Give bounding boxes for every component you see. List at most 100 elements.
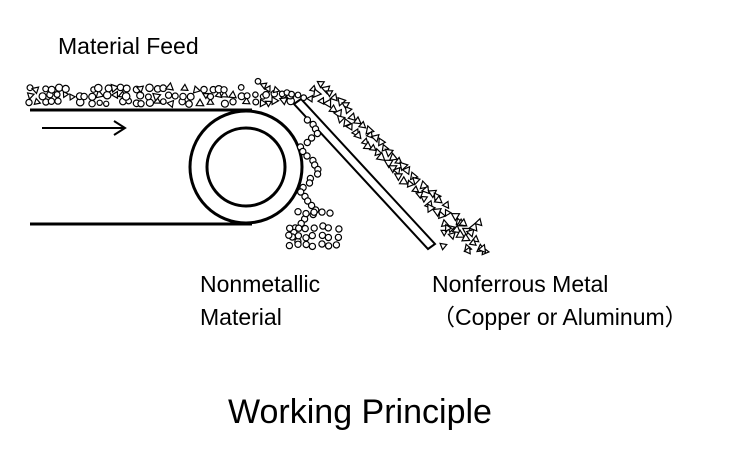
particle-circle bbox=[185, 100, 193, 108]
particle-triangle bbox=[151, 92, 162, 102]
particle-triangle bbox=[341, 102, 351, 110]
particle-triangle bbox=[328, 103, 338, 113]
particle-triangle bbox=[336, 114, 346, 125]
particle-circle bbox=[302, 234, 310, 242]
particle-triangle bbox=[427, 203, 437, 214]
particle-triangle bbox=[278, 96, 289, 106]
particle-circle bbox=[305, 179, 314, 187]
particle-triangle bbox=[165, 99, 175, 109]
particle-circle bbox=[318, 208, 326, 216]
particle-triangle bbox=[374, 147, 383, 157]
particle-triangle bbox=[322, 98, 332, 109]
particle-triangle bbox=[206, 97, 215, 105]
particle-circle bbox=[294, 232, 303, 240]
nonmetallic-material-label: Nonmetallic Material bbox=[200, 268, 320, 334]
particle-triangle bbox=[227, 90, 238, 99]
particle-triangle bbox=[410, 184, 420, 193]
drum-inner-core bbox=[205, 126, 287, 208]
particle-triangle bbox=[360, 137, 369, 146]
particle-circle bbox=[179, 92, 187, 101]
particle-triangle bbox=[195, 98, 205, 107]
particle-circle bbox=[285, 241, 294, 250]
particle-triangle bbox=[110, 83, 120, 94]
particle-triangle bbox=[401, 165, 411, 176]
particle-triangle bbox=[344, 122, 353, 132]
particle-circle bbox=[324, 233, 333, 242]
particle-circle bbox=[54, 83, 64, 93]
particle-circle bbox=[308, 231, 316, 240]
particle-triangle bbox=[305, 94, 314, 103]
particle-circle bbox=[171, 92, 179, 100]
particle-circle bbox=[137, 99, 145, 108]
particle-circle bbox=[335, 225, 343, 233]
particle-circle bbox=[307, 134, 316, 142]
particle-triangle bbox=[468, 221, 478, 232]
particle-circle bbox=[303, 138, 311, 147]
particle-circle bbox=[300, 94, 308, 102]
particle-triangle bbox=[447, 231, 456, 241]
particle-circle bbox=[47, 85, 56, 94]
particle-triangle bbox=[399, 161, 409, 172]
particle-triangle bbox=[468, 237, 477, 246]
nonmetallic-material-particles bbox=[285, 116, 343, 251]
conveyor-belt bbox=[30, 108, 252, 226]
particle-triangle bbox=[455, 228, 466, 238]
particle-circle bbox=[252, 98, 260, 106]
particle-circle bbox=[220, 86, 228, 94]
particle-triangle bbox=[110, 90, 119, 100]
particle-triangle bbox=[420, 184, 430, 195]
diagram-title: Working Principle bbox=[0, 393, 750, 432]
particle-triangle bbox=[357, 120, 367, 129]
particle-triangle bbox=[271, 95, 280, 106]
particle-circle bbox=[288, 90, 296, 98]
nonferrous-metal-label: Nonferrous Metal （Copper or Aluminum） bbox=[432, 268, 688, 334]
particle-circle bbox=[294, 91, 302, 99]
particle-circle bbox=[303, 116, 312, 124]
particle-circle bbox=[136, 91, 145, 100]
particle-circle bbox=[61, 84, 70, 94]
particle-circle bbox=[220, 99, 229, 108]
particle-triangle bbox=[180, 83, 189, 92]
particle-circle bbox=[285, 231, 293, 239]
particle-circle bbox=[54, 97, 62, 105]
particle-circle bbox=[159, 98, 167, 105]
particle-triangle bbox=[398, 175, 409, 185]
particle-circle bbox=[252, 91, 259, 99]
particle-circle bbox=[159, 84, 168, 93]
nonmetallic-label-line2: Material bbox=[200, 304, 282, 330]
particle-triangle bbox=[465, 228, 475, 238]
particle-circle bbox=[80, 92, 88, 101]
diagram-title-text: Working Principle bbox=[228, 393, 492, 431]
particle-triangle bbox=[433, 194, 443, 204]
particle-triangle bbox=[325, 90, 334, 98]
particle-circle bbox=[88, 99, 96, 108]
particle-triangle bbox=[450, 212, 461, 222]
particle-triangle bbox=[451, 224, 462, 234]
particle-circle bbox=[302, 240, 310, 249]
particle-triangle bbox=[393, 173, 404, 182]
particle-circle bbox=[297, 188, 305, 196]
particle-circle bbox=[38, 92, 47, 101]
particle-circle bbox=[307, 201, 316, 210]
particle-triangle bbox=[352, 130, 362, 140]
particle-circle bbox=[164, 91, 173, 99]
particle-circle bbox=[243, 92, 251, 100]
particle-circle bbox=[42, 85, 50, 93]
particle-circle bbox=[332, 241, 341, 249]
particle-circle bbox=[145, 98, 155, 108]
particle-circle bbox=[122, 84, 131, 93]
feed-material-particles bbox=[25, 77, 314, 109]
material-feed-label: Material Feed bbox=[58, 33, 199, 59]
particle-circle bbox=[295, 224, 303, 232]
particle-triangle bbox=[437, 210, 447, 220]
particle-circle bbox=[186, 92, 195, 101]
particle-triangle bbox=[473, 217, 483, 227]
nonferrous-label-line1: Nonferrous Metal bbox=[432, 271, 609, 297]
particle-triangle bbox=[69, 93, 77, 102]
particle-triangle bbox=[264, 100, 273, 108]
particle-triangle bbox=[352, 115, 362, 125]
particle-circle bbox=[313, 129, 322, 138]
particle-circle bbox=[25, 98, 33, 107]
particle-triangle bbox=[241, 96, 251, 105]
